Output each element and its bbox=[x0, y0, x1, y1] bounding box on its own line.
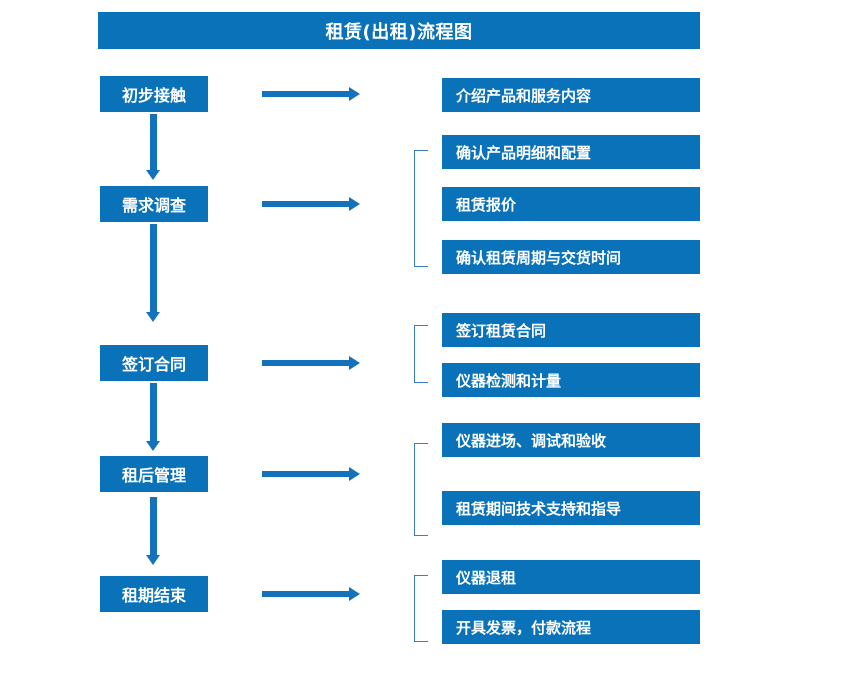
arrow-head bbox=[146, 555, 160, 565]
detail-box-10[interactable]: 开具发票，付款流程 bbox=[442, 610, 700, 644]
detail-box-2[interactable]: 确认产品明细和配置 bbox=[442, 135, 700, 169]
vertical-arrow-4 bbox=[146, 497, 160, 565]
bracket-connector-3 bbox=[414, 443, 428, 536]
detail-label: 仪器检测和计量 bbox=[456, 371, 562, 390]
stage-box-5[interactable]: 租期结束 bbox=[100, 576, 208, 612]
arrow-head bbox=[349, 467, 360, 481]
detail-box-3[interactable]: 租赁报价 bbox=[442, 187, 700, 221]
detail-label: 确认产品明细和配置 bbox=[456, 143, 592, 162]
stage-box-1[interactable]: 初步接触 bbox=[100, 76, 208, 112]
detail-box-9[interactable]: 仪器退租 bbox=[442, 560, 700, 594]
stage-label: 初步接触 bbox=[121, 86, 186, 105]
horizontal-arrow-3 bbox=[262, 356, 360, 370]
detail-box-1[interactable]: 介绍产品和服务内容 bbox=[442, 78, 700, 112]
arrow-head bbox=[146, 441, 160, 451]
detail-label: 介绍产品和服务内容 bbox=[456, 86, 592, 105]
arrow-head bbox=[146, 170, 160, 180]
stage-label: 租后管理 bbox=[121, 466, 186, 485]
bracket-connector-4 bbox=[414, 575, 428, 642]
detail-label: 租赁报价 bbox=[456, 195, 517, 214]
stage-box-3[interactable]: 签订合同 bbox=[100, 345, 208, 381]
arrow-shaft bbox=[262, 91, 350, 97]
arrow-shaft bbox=[262, 471, 350, 477]
horizontal-arrow-2 bbox=[262, 197, 360, 211]
stage-box-4[interactable]: 租后管理 bbox=[100, 456, 208, 492]
arrow-head bbox=[146, 312, 160, 322]
bracket-connector-1 bbox=[414, 150, 428, 267]
arrow-shaft bbox=[150, 383, 157, 441]
detail-label: 开具发票，付款流程 bbox=[456, 618, 592, 637]
vertical-arrow-2 bbox=[146, 224, 160, 322]
horizontal-arrow-4 bbox=[262, 467, 360, 481]
detail-box-8[interactable]: 租赁期间技术支持和指导 bbox=[442, 491, 700, 525]
arrow-shaft bbox=[150, 224, 157, 312]
arrow-head bbox=[349, 356, 360, 370]
vertical-arrow-1 bbox=[146, 114, 160, 180]
detail-box-4[interactable]: 确认租赁周期与交货时间 bbox=[442, 240, 700, 274]
arrow-shaft bbox=[262, 360, 350, 366]
stage-label: 签订合同 bbox=[121, 355, 186, 374]
arrow-shaft bbox=[262, 201, 350, 207]
diagram-title: 租赁(出租)流程图 bbox=[98, 12, 700, 49]
stage-box-2[interactable]: 需求调查 bbox=[100, 186, 208, 222]
detail-box-5[interactable]: 签订租赁合同 bbox=[442, 313, 700, 347]
detail-label: 租赁期间技术支持和指导 bbox=[456, 499, 622, 518]
arrow-head bbox=[349, 587, 360, 601]
detail-label: 仪器进场、调试和验收 bbox=[456, 431, 607, 450]
arrow-shaft bbox=[150, 497, 157, 555]
arrow-head bbox=[349, 197, 360, 211]
stage-label: 租期结束 bbox=[121, 586, 186, 605]
detail-label: 签订租赁合同 bbox=[456, 321, 547, 340]
arrow-shaft bbox=[262, 591, 350, 597]
arrow-shaft bbox=[150, 114, 157, 170]
stage-label: 需求调查 bbox=[121, 196, 186, 215]
vertical-arrow-3 bbox=[146, 383, 160, 451]
bracket-connector-2 bbox=[414, 325, 428, 383]
detail-label: 仪器退租 bbox=[456, 568, 517, 587]
detail-box-6[interactable]: 仪器检测和计量 bbox=[442, 363, 700, 397]
arrow-head bbox=[349, 87, 360, 101]
horizontal-arrow-1 bbox=[262, 87, 360, 101]
detail-label: 确认租赁周期与交货时间 bbox=[456, 248, 622, 267]
detail-box-7[interactable]: 仪器进场、调试和验收 bbox=[442, 423, 700, 457]
horizontal-arrow-5 bbox=[262, 587, 360, 601]
